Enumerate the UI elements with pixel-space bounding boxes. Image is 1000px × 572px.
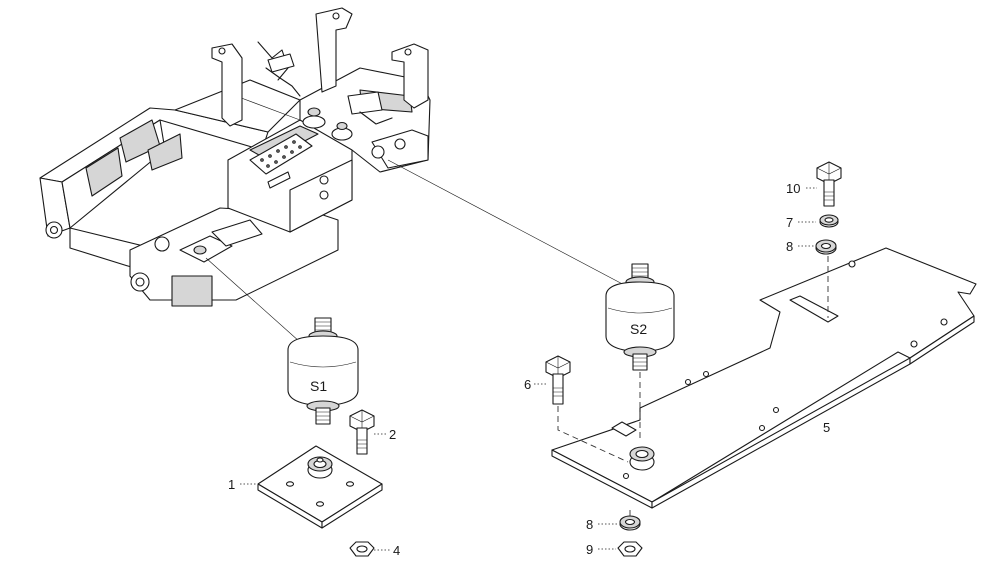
callout-10: 10: [786, 181, 800, 196]
flat-washer-8-bottom: [619, 515, 641, 531]
mount-label-s2: S2: [630, 321, 647, 337]
mounting-plate-5: [551, 247, 977, 509]
bolt-10: [816, 161, 842, 207]
callout-8-top: 8: [786, 239, 793, 254]
vent-grille: [249, 133, 313, 175]
mount-label-s1: S1: [310, 378, 327, 394]
leader-s1: [205, 257, 301, 343]
callout-6: 6: [524, 377, 531, 392]
callout-leaders: [240, 187, 817, 551]
base-plate: [257, 445, 383, 529]
leader-s2: [387, 159, 631, 289]
nut-4: [349, 541, 375, 557]
bolt-2: [349, 409, 375, 455]
callout-2: 2: [389, 427, 396, 442]
callout-7: 7: [786, 215, 793, 230]
callout-4: 4: [393, 543, 400, 558]
flat-washer-8-top: [815, 239, 837, 255]
callout-1: 1: [228, 477, 235, 492]
lock-washer-7: [819, 214, 839, 228]
main-frame: [39, 7, 431, 307]
rubber-mount-s2: S2: [605, 263, 675, 371]
callout-9: 9: [586, 542, 593, 557]
callout-5: 5: [823, 420, 830, 435]
callout-8-bottom: 8: [586, 517, 593, 532]
rubber-mount-s1: S1: [287, 317, 359, 425]
assembly-line-6: [557, 406, 629, 463]
nut-9: [617, 541, 643, 557]
bolt-6: [545, 355, 571, 405]
